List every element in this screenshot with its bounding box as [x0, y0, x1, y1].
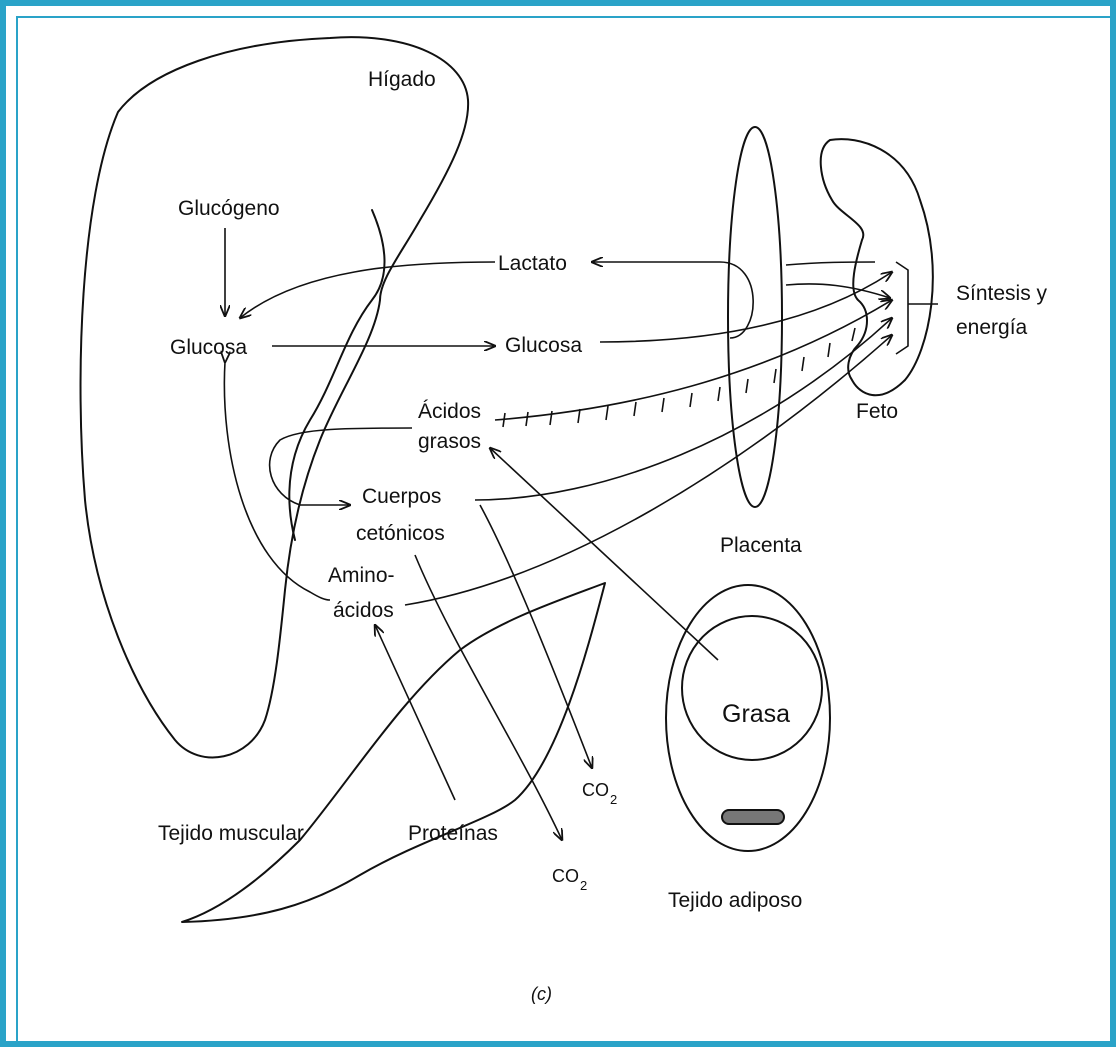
arrow-lactato-glucosa: [240, 261, 496, 318]
label-sintesis-2: energía: [956, 316, 1028, 339]
arrow-proteinas-amino: [375, 625, 456, 801]
arrow-grasa-acidos: [490, 448, 719, 661]
arrow-cuerpos-feto: [474, 318, 892, 501]
arrow-amino-feto: [404, 335, 892, 606]
label-tejido-adiposo: Tejido adiposo: [668, 889, 802, 912]
fat-inner: [681, 615, 823, 761]
label-acidos-2: grasos: [418, 430, 481, 453]
arrow-acidos-cuerpos: [268, 427, 413, 505]
label-co2-lower: CO 2: [552, 866, 587, 893]
fetus-outline: [819, 138, 934, 397]
arrow-cuerpos-co2: [479, 504, 592, 768]
liver-inner-line: [288, 209, 386, 541]
arrow-fetus-upper: [785, 261, 876, 266]
label-acidos-1: Ácidos: [418, 400, 481, 423]
label-amino-2: ácidos: [333, 599, 394, 622]
label-feto: Feto: [856, 400, 898, 423]
adipose-hatch: [721, 809, 785, 825]
label-cuerpos-2: cetónicos: [356, 522, 445, 545]
svg-text:CO: CO: [582, 780, 609, 800]
label-glucogeno: Glucógeno: [178, 197, 280, 220]
placenta-outline: [727, 126, 783, 508]
arrow-glucosa-amino: [224, 362, 331, 601]
hatch-marks: [502, 327, 856, 428]
arrow-fetus-upper2: [785, 283, 890, 298]
label-grasa: Grasa: [722, 700, 790, 728]
arrow-glucosa-feto: [599, 272, 892, 343]
label-glucosa-blood: Glucosa: [505, 334, 582, 357]
adipose-outer: [665, 584, 831, 852]
label-lactato: Lactato: [498, 252, 567, 275]
label-sintesis-1: Síntesis y: [956, 282, 1048, 305]
svg-text:2: 2: [580, 878, 587, 893]
liver-outline: [79, 36, 470, 759]
label-higado: Hígado: [368, 68, 436, 91]
svg-text:2: 2: [610, 792, 617, 807]
label-co2-upper: CO 2: [582, 780, 617, 807]
arrow-acidos-feto: [494, 300, 892, 421]
label-amino-1: Amino-: [328, 564, 395, 587]
arrow-to-lactato: [592, 262, 754, 339]
synthesis-bracket: [895, 261, 909, 355]
label-tejido-muscular: Tejido muscular: [158, 822, 304, 845]
label-cuerpos-1: Cuerpos: [362, 485, 441, 508]
diagram-inner-border: [16, 16, 1112, 1043]
muscle-outline: [181, 582, 606, 923]
figure-caption: (c): [531, 984, 552, 1004]
svg-text:CO: CO: [552, 866, 579, 886]
label-proteinas: Proteínas: [408, 822, 498, 845]
arrow-amino-co2: [414, 554, 562, 840]
label-glucosa-liver: Glucosa: [170, 336, 247, 359]
label-placenta: Placenta: [720, 534, 802, 557]
